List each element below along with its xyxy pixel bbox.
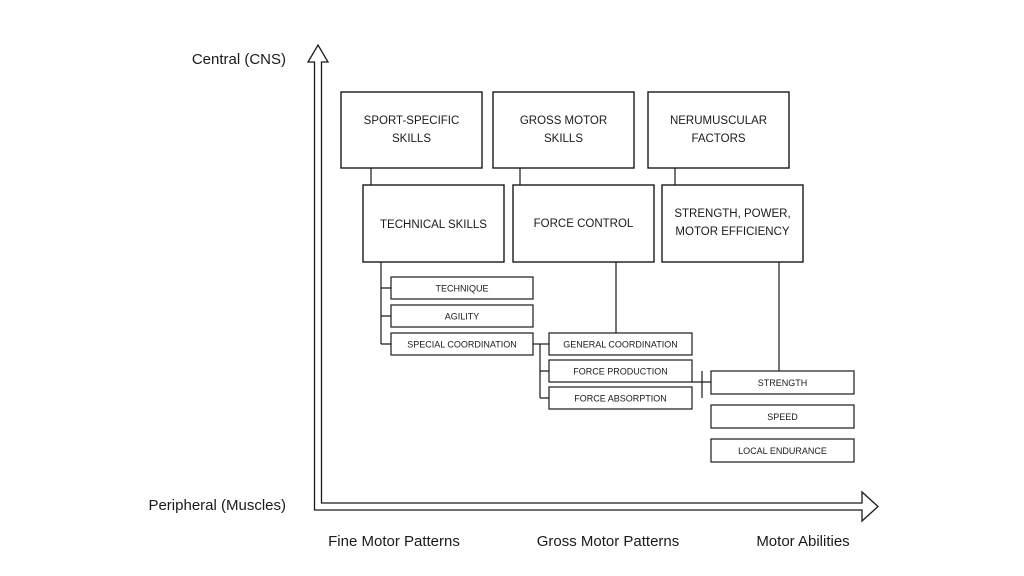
local-endurance-box — [710, 438, 855, 463]
connector — [380, 262, 391, 345]
y-axis-bottom-label: Peripheral (Muscles) — [148, 497, 286, 514]
gross-motor-skills-label-line1: GROSS MOTOR — [520, 115, 607, 127]
strength-power-label-line1: STRENGTH, POWER, — [674, 208, 790, 220]
general-coordination-box — [548, 332, 693, 356]
connector — [701, 262, 780, 398]
general-coordination-label: GENERAL COORDINATION — [563, 340, 678, 350]
force-control-label: FORCE CONTROL — [534, 218, 634, 230]
sport-specific-skills-label-line2: SKILLS — [392, 133, 431, 145]
technical-skills-box — [362, 184, 505, 263]
strength-label: STRENGTH — [758, 378, 808, 388]
strength-box — [710, 370, 855, 395]
connector — [539, 262, 617, 399]
technique-label: TECHNIQUE — [435, 284, 488, 294]
local-endurance-label: LOCAL ENDURANCE — [738, 446, 827, 456]
x-axis-label-gross: Gross Motor Patterns — [537, 533, 680, 550]
agility-label: AGILITY — [445, 312, 480, 322]
neuromuscular-factors-label-line1: NERUMUSCULAR — [670, 115, 767, 127]
special-coordination-label: SPECIAL COORDINATION — [407, 340, 517, 350]
sport-specific-skills-box — [340, 91, 483, 169]
technical-skills-label: TECHNICAL SKILLS — [380, 219, 487, 231]
y-axis-arrow — [306, 43, 879, 523]
force-absorption-box — [548, 386, 693, 410]
gross-motor-skills-box — [492, 91, 635, 169]
force-production-label: FORCE PRODUCTION — [573, 367, 668, 377]
agility-box — [390, 304, 534, 328]
x-axis-label-fine: Fine Motor Patterns — [328, 533, 460, 550]
force-production-box — [548, 359, 693, 383]
x-axis-label-abilities: Motor Abilities — [756, 533, 849, 550]
special-coordination-box — [390, 332, 534, 356]
speed-label: SPEED — [767, 412, 798, 422]
strength-power-box — [661, 184, 804, 263]
sport-specific-skills-label-line1: SPORT-SPECIFIC — [364, 115, 460, 127]
force-absorption-label: FORCE ABSORPTION — [574, 394, 667, 404]
gross-motor-skills-label-line2: SKILLS — [544, 133, 583, 145]
technique-box — [390, 276, 534, 300]
strength-power-label-line2: MOTOR EFFICIENCY — [675, 226, 789, 238]
force-control-box — [512, 184, 655, 263]
neuromuscular-factors-label-line2: FACTORS — [691, 133, 745, 145]
speed-box — [710, 404, 855, 429]
y-axis-top-label: Central (CNS) — [192, 51, 286, 68]
neuromuscular-factors-box — [647, 91, 790, 169]
